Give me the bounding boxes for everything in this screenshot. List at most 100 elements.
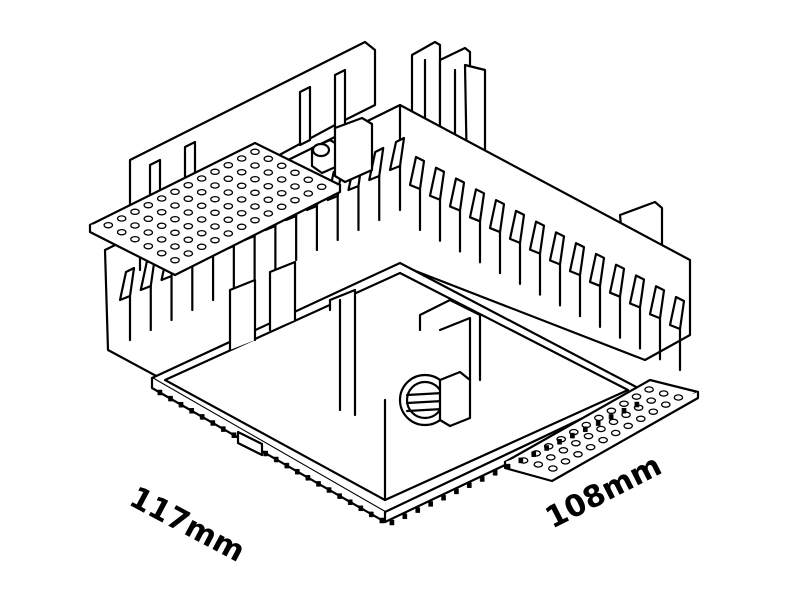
heatsink-fin: [118, 266, 136, 302]
edge-tooth: [379, 517, 385, 524]
plate-hole: [276, 176, 287, 183]
heatsink-fin: [448, 177, 466, 212]
plate-hole: [156, 208, 167, 216]
heatsink-fin: [608, 263, 626, 298]
edge-tooth: [467, 482, 472, 488]
plate-hole: [196, 202, 207, 210]
plate-hole: [170, 243, 180, 250]
edge-tooth: [348, 499, 353, 505]
edge-tooth: [178, 401, 184, 408]
plate-hole: [545, 454, 556, 461]
edge-tooth: [596, 420, 601, 426]
plate-hole: [236, 196, 247, 203]
plate-hole: [583, 432, 594, 440]
plate-hole: [631, 393, 642, 400]
edge-tooth: [200, 414, 205, 420]
plate-hole: [606, 407, 617, 415]
edge-tooth: [305, 475, 311, 481]
edge-tooth: [231, 432, 237, 438]
plate-hole: [276, 189, 287, 197]
plate-hole: [236, 182, 247, 190]
heatsink-fin: [548, 231, 566, 266]
edge-tooth: [389, 519, 395, 526]
plate-hole: [210, 236, 220, 244]
plate-hole: [236, 209, 247, 217]
mounting-slot: [333, 68, 347, 132]
edge-tooth: [480, 476, 485, 482]
plate-hole: [183, 250, 194, 257]
heatsink-fin: [468, 188, 486, 223]
bottom-teeth-right: [389, 401, 640, 526]
plate-hole: [210, 209, 220, 217]
plate-hole: [236, 223, 247, 231]
plate-hole: [170, 188, 180, 196]
edge-tooth: [210, 420, 216, 426]
plate-hole: [223, 175, 234, 183]
edge-tooth: [295, 468, 300, 475]
plate-hole: [548, 465, 558, 472]
plate-hole: [644, 386, 654, 393]
plate-hole: [196, 175, 207, 182]
edge-tooth: [454, 488, 459, 495]
plate-hole: [183, 209, 194, 216]
plate-hole: [223, 189, 234, 196]
plate-hole: [276, 203, 287, 211]
plate-hole: [571, 439, 581, 447]
edge-tooth: [428, 501, 433, 507]
perforated-plate-bottom-right: [503, 378, 700, 483]
plate-hole: [598, 436, 608, 444]
plate-hole: [635, 415, 646, 423]
edge-tooth: [168, 395, 173, 402]
heatsink-fin: [568, 242, 586, 277]
bottom-teeth-left: [157, 389, 385, 524]
plate-hole: [116, 228, 127, 236]
plate-hole: [263, 210, 274, 217]
edge-tooth: [492, 470, 498, 476]
plate-hole: [250, 203, 260, 210]
heatsink-fin: [628, 274, 646, 309]
edge-tooth: [570, 432, 575, 439]
plate-hole: [263, 196, 274, 204]
edge-tooth: [284, 462, 290, 469]
plate-hole: [250, 189, 260, 197]
plate-hole: [116, 215, 127, 222]
plate-hole: [236, 155, 247, 162]
plate-hole: [130, 208, 140, 216]
edge-tooth: [369, 511, 374, 518]
plate-hole: [648, 408, 659, 415]
perforated-plate-top-left: [88, 141, 342, 277]
plate-hole: [608, 418, 619, 426]
plate-hole: [183, 222, 194, 230]
plate-hole: [210, 182, 220, 189]
edge-tooth: [189, 408, 194, 414]
plate-hole: [210, 168, 220, 176]
plate-hole: [196, 188, 207, 196]
edge-tooth: [221, 426, 226, 432]
plate-hole: [594, 414, 604, 422]
edge-tooth: [531, 451, 537, 457]
plate-hole: [223, 216, 234, 224]
plate-hole: [596, 425, 606, 433]
edge-tooth: [402, 513, 408, 520]
plate-hole: [585, 443, 596, 451]
plate-hole: [316, 183, 327, 191]
edge-tooth: [326, 487, 332, 493]
plate-hole: [533, 461, 544, 468]
edge-tooth: [441, 494, 446, 501]
edge-tooth: [157, 389, 163, 396]
plate-hole: [170, 215, 180, 223]
plate-hole: [170, 202, 180, 209]
plate-hole: [673, 394, 684, 401]
plate-hole: [156, 195, 167, 202]
thumb-screw-top: [310, 116, 374, 184]
heatsink-fin: [388, 136, 406, 172]
heatsink-fins-right: [408, 155, 686, 372]
plate-hole: [250, 162, 260, 169]
plate-hole: [156, 236, 167, 243]
plate-hole: [223, 230, 234, 237]
plate-hole: [223, 161, 234, 169]
edge-tooth: [316, 481, 321, 487]
plate-hole: [290, 196, 300, 204]
plate-hole: [143, 229, 154, 236]
plate-hole: [210, 195, 220, 203]
